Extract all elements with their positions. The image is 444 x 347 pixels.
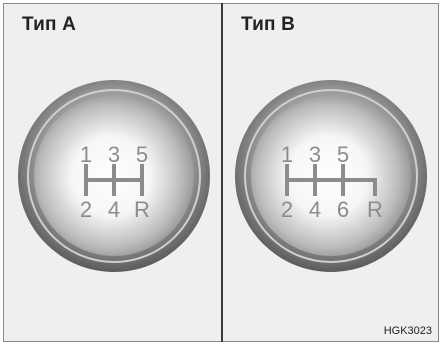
panel-b-title: Тип B (241, 14, 296, 35)
knob-face (251, 96, 411, 256)
gear-label: 1 (80, 142, 92, 167)
gear-label: 4 (108, 197, 120, 222)
figure-code: HGK3023 (383, 325, 432, 337)
panel-divider (221, 3, 223, 342)
gear-label: 5 (136, 142, 148, 167)
gear-label: 5 (337, 142, 349, 167)
gear-label: 4 (309, 197, 321, 222)
gear-label: 2 (80, 197, 92, 222)
shift-pattern (285, 164, 377, 196)
shift-pattern (84, 164, 144, 196)
gear-label: 2 (281, 197, 293, 222)
gear-label: 1 (281, 142, 293, 167)
gear-label: 3 (309, 142, 321, 167)
gear-label: 3 (108, 142, 120, 167)
panel-a-title: Тип A (22, 14, 77, 35)
gear-knob-type-b: 1 3 5 2 4 6 R (235, 80, 427, 272)
gear-label: R (367, 197, 383, 222)
gear-label: 6 (337, 197, 349, 222)
gear-label: R (134, 197, 150, 222)
gear-knob-type-a: 1 3 5 2 4 R (18, 80, 210, 272)
